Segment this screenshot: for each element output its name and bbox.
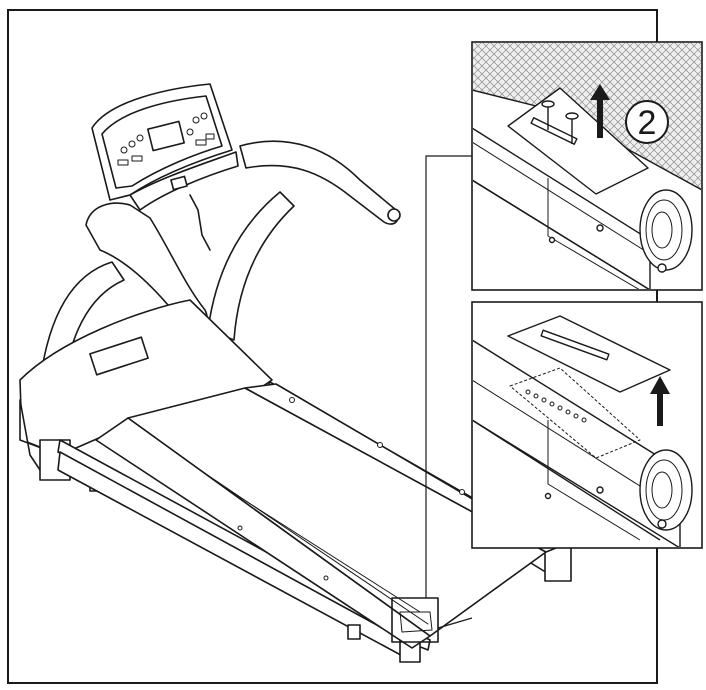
step-number: 2 <box>638 104 657 142</box>
roller <box>639 189 693 271</box>
right-upright <box>207 191 295 341</box>
safety-key <box>170 175 188 191</box>
arrow-up-icon <box>590 84 610 138</box>
callout-end-detail <box>399 611 433 633</box>
rail-bolts <box>237 397 465 581</box>
handrail-end-right <box>387 208 401 222</box>
handrail-left <box>85 202 208 330</box>
callout-box <box>391 597 439 643</box>
hood-vent <box>89 336 149 376</box>
leveling-foot <box>347 624 361 640</box>
arrow-up-icon <box>650 376 670 426</box>
bolt-row <box>525 389 587 423</box>
console-buttons <box>117 112 215 166</box>
side-step-left <box>95 417 431 649</box>
step-number-badge <box>625 100 669 144</box>
safety-key-cord <box>189 194 211 251</box>
detail-panel-bottom <box>471 301 703 549</box>
console-display <box>147 120 185 152</box>
screw-icon <box>541 100 579 144</box>
exposed-cover-area <box>509 367 641 459</box>
callout-leader-lines <box>425 155 473 629</box>
roller-bottom <box>639 449 693 531</box>
detail-panel-top: 2 <box>471 41 703 291</box>
end-cap-plate-top <box>507 87 649 195</box>
handrail-right <box>239 140 399 225</box>
